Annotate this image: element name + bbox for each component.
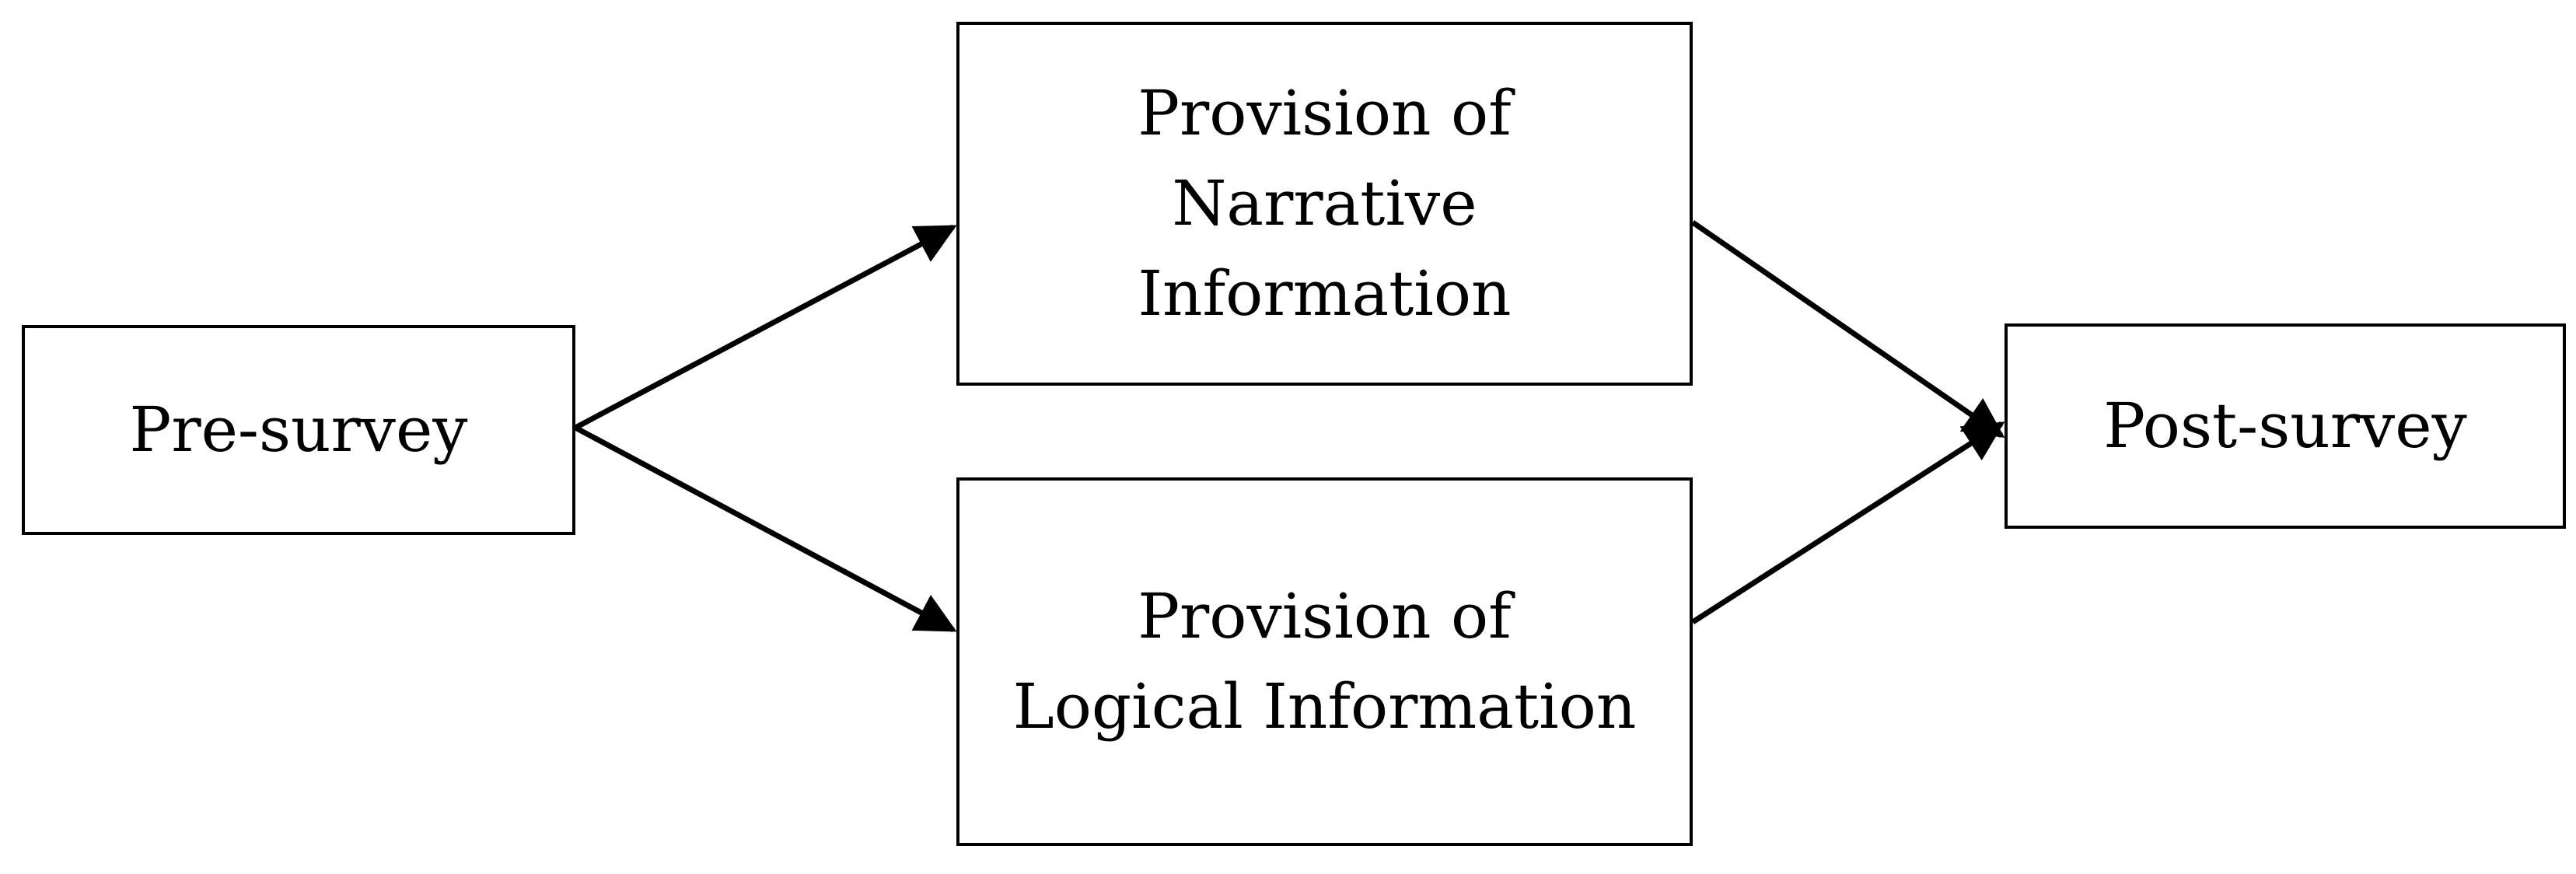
narrative-label-line-3: Information bbox=[1138, 257, 1512, 330]
arrow-pre-to-narrative bbox=[574, 224, 957, 431]
logical-label-line-1: Provision of bbox=[1138, 580, 1512, 652]
post-survey-box: Post-survey bbox=[2005, 323, 2566, 529]
narrative-label-line-1: Provision of bbox=[1138, 77, 1512, 149]
logical-information-box: Provision of Logical Information bbox=[956, 477, 1693, 846]
arrow-logical-to-post bbox=[1691, 421, 2005, 624]
narrative-label-line-2: Narrative bbox=[1172, 167, 1477, 239]
arrow-narrative-to-post bbox=[1691, 220, 2005, 438]
narrative-information-box: Provision of Narrative Information bbox=[956, 22, 1693, 386]
post-survey-label: Post-survey bbox=[2103, 390, 2467, 462]
pre-survey-box: Pre-survey bbox=[22, 325, 575, 535]
pre-survey-label: Pre-survey bbox=[129, 393, 468, 466]
arrow-pre-to-logical bbox=[574, 425, 957, 633]
logical-label-line-2: Logical Information bbox=[1012, 670, 1637, 743]
